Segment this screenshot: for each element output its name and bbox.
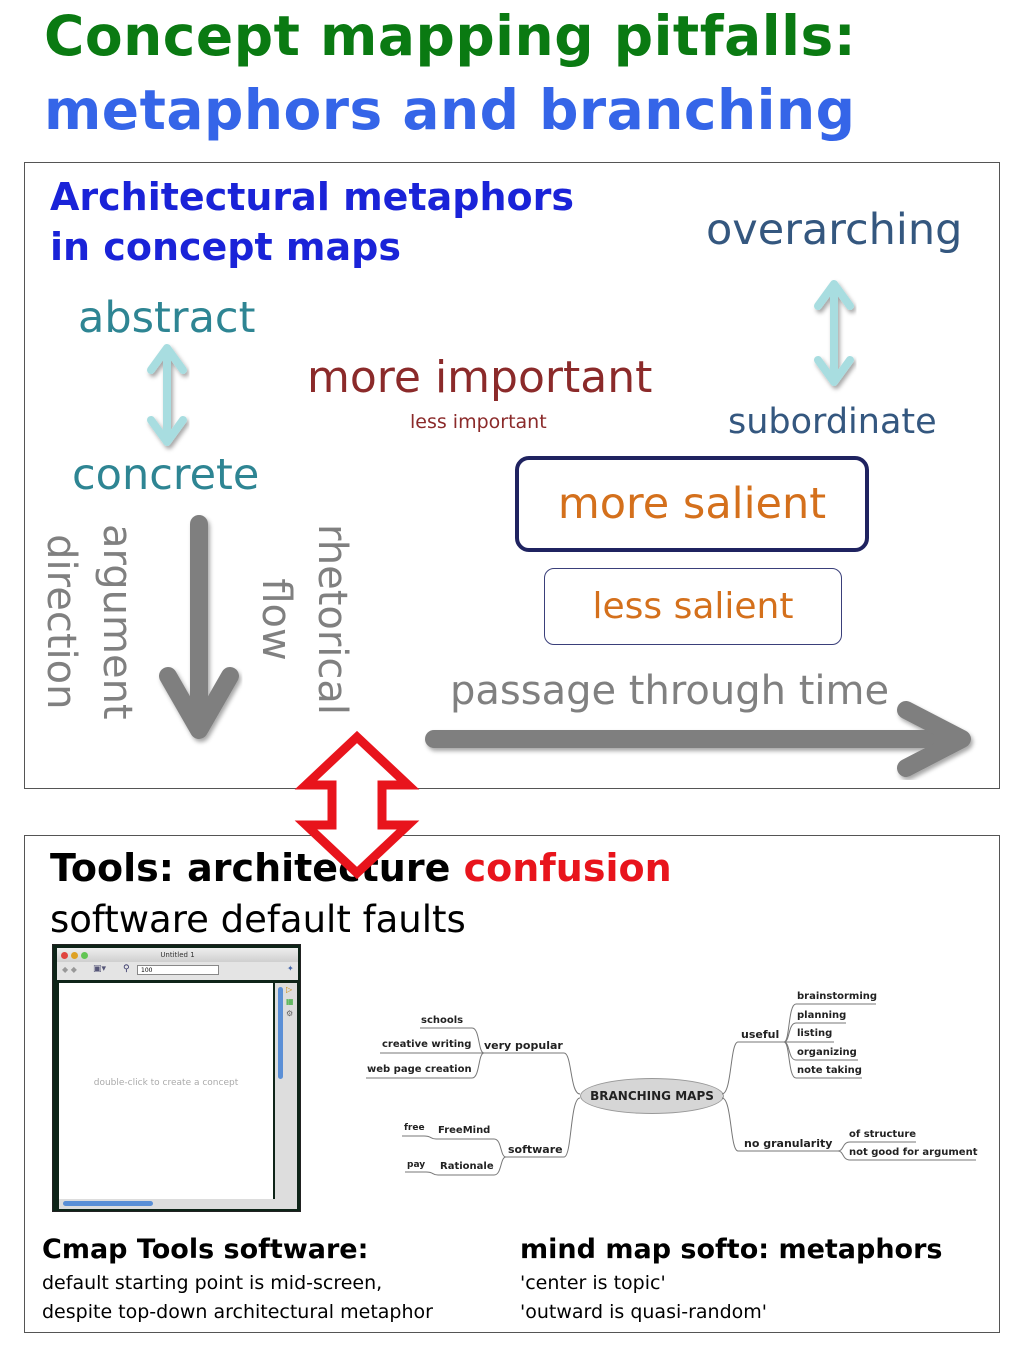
abstract-concrete-arrow [147, 344, 187, 446]
cmap-canvas-hint: double-click to create a concept [93, 1078, 239, 1088]
confusion-double-arrow [294, 730, 420, 880]
abstract-label: abstract [78, 293, 256, 343]
overarching-subordinate-arrow [814, 280, 854, 386]
mindmap-node-web-page-creation: web page creation [367, 1064, 472, 1075]
mindmap-center-node: BRANCHING MAPS [580, 1078, 724, 1114]
cmap-window-title: Untitled 1 [160, 951, 195, 959]
cmap-caption-title: Cmap Tools software: [42, 1234, 369, 1265]
more-important-label: more important [307, 352, 653, 403]
tools-heading-confusion: confusion [463, 846, 672, 890]
mindmap-node-rationale: Rationale [440, 1161, 494, 1172]
less-salient-box: less salient [544, 568, 842, 645]
mindmap-node-freemind: FreeMind [438, 1125, 491, 1136]
concept-tool-icon: ▦ [286, 997, 294, 1006]
minimize-icon [71, 952, 78, 959]
mindmap-node-software: software [508, 1143, 563, 1156]
cmap-caption-line-1: default starting point is mid-screen, [42, 1272, 383, 1294]
cmap-window-titlebar: Untitled 1 [57, 948, 298, 962]
argument-direction-arrow [159, 515, 239, 739]
subordinate-label: subordinate [728, 402, 937, 442]
slide-title-line-1: Concept mapping pitfalls: [44, 4, 857, 68]
zoom-field: 100 [137, 965, 219, 975]
mindmap-node-no-granularity: no granularity [744, 1137, 833, 1150]
pointer-tool-icon: ▷ [286, 985, 293, 994]
cmap-caption-line-2: despite top-down architectural metaphor [42, 1301, 433, 1323]
slide-title-line-2: metaphors and branching [44, 78, 856, 142]
passage-through-time-arrow [425, 701, 971, 777]
mindmap-node-note-taking: note taking [797, 1065, 862, 1076]
mindmap-node-brainstorming: brainstorming [797, 991, 878, 1002]
mindmap-node-useful: useful [741, 1028, 780, 1041]
mindmap-node-schools: schools [421, 1015, 464, 1026]
print-icon: ▣▾ [93, 964, 107, 974]
less-important-label: less important [410, 411, 547, 433]
help-icon: ✦ [287, 964, 294, 973]
mindmap-node-not-good: not good for argument [849, 1147, 978, 1158]
more-salient-box: more salient [515, 456, 869, 552]
passage-through-time-label: passage through time [450, 668, 890, 714]
close-icon [61, 952, 68, 959]
mindmap-caption-line-2: 'outward is quasi-random' [520, 1301, 768, 1323]
mindmap-caption-line-1: 'center is topic' [520, 1272, 666, 1294]
cmap-tools-screenshot: Untitled 1 ◆ ◆ ▣▾ ⚲ 100 ✦ double-click t… [52, 944, 301, 1212]
architectural-metaphors-panel [24, 162, 1000, 789]
overarching-label: overarching [706, 205, 963, 255]
mindmap-node-listing: listing [797, 1028, 833, 1039]
mindmap-node-free: free [404, 1123, 425, 1133]
tools-subheading: software default faults [50, 898, 466, 941]
mindmap-node-pay: pay [407, 1160, 426, 1170]
mindmap-connectors [366, 1003, 976, 1176]
mindmap-node-planning: planning [797, 1010, 847, 1021]
less-salient-label: less salient [592, 586, 794, 627]
concrete-label: concrete [72, 450, 260, 500]
mindmap-caption-title: mind map softo: metaphors [520, 1234, 943, 1265]
back-forward-icon: ◆ ◆ [62, 965, 77, 974]
mindmap-node-of-structure: of structure [849, 1129, 917, 1140]
settings-icon: ⚙ [286, 1009, 294, 1018]
more-salient-label: more salient [557, 479, 827, 529]
horizontal-scrollbar [63, 1201, 153, 1206]
maximize-icon [81, 952, 88, 959]
panel-heading: Architectural metaphors in concept maps [50, 172, 574, 272]
zoom-icon: ⚲ [123, 964, 130, 974]
mindmap-node-organizing: organizing [797, 1047, 857, 1058]
mindmap-node-very-popular: very popular [484, 1039, 563, 1052]
panel-heading-line-1: Architectural metaphors [50, 175, 574, 219]
mindmap-node-creative-writing: creative writing [382, 1039, 472, 1050]
vertical-scrollbar [278, 987, 283, 1079]
cmap-canvas: double-click to create a concept [59, 983, 273, 1199]
cmap-side-bar: ▷ ▦ ⚙ [275, 983, 297, 1199]
panel-heading-line-2: in concept maps [50, 225, 401, 269]
cmap-toolbar: ◆ ◆ ▣▾ ⚲ 100 ✦ [57, 962, 298, 980]
cmap-bottom-bar [59, 1199, 297, 1209]
